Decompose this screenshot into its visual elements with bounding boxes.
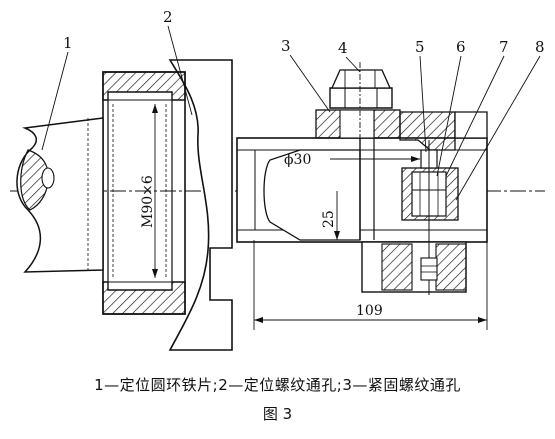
- figure-caption: 1—定位圆环铁片;2—定位螺纹通孔;3—紧固螺纹通孔: [94, 376, 461, 394]
- part-label-2: 2: [163, 8, 173, 26]
- shaft: [16, 117, 104, 273]
- figure-number: 图 3: [262, 405, 293, 423]
- part-label-8: 8: [535, 38, 545, 56]
- part-label-3: 3: [281, 37, 291, 55]
- bolt: [315, 62, 401, 139]
- lower-block: [361, 241, 467, 293]
- diameter-dimension-label: ϕ30: [284, 152, 311, 168]
- leader-lines: [41, 25, 541, 201]
- length-dimension-label: 109: [356, 303, 383, 319]
- thread-dimension-label: M90×6: [140, 175, 156, 228]
- height-dimension-label: 25: [321, 210, 337, 228]
- length-dimension: [253, 240, 488, 330]
- flange-body: [168, 59, 233, 351]
- thread-dimension: [152, 104, 158, 278]
- part-label-6: 6: [456, 38, 466, 56]
- body-block: [236, 112, 488, 243]
- part-label-1: 1: [63, 34, 73, 52]
- technical-drawing: M90×6: [10, 8, 545, 351]
- part-label-7: 7: [499, 38, 509, 56]
- set-screw: [420, 140, 438, 295]
- threaded-nut: [102, 71, 186, 315]
- part-label-4: 4: [338, 39, 348, 57]
- height-dimension: [334, 191, 340, 240]
- diameter-dimension: [330, 156, 420, 162]
- part-label-5: 5: [415, 38, 425, 56]
